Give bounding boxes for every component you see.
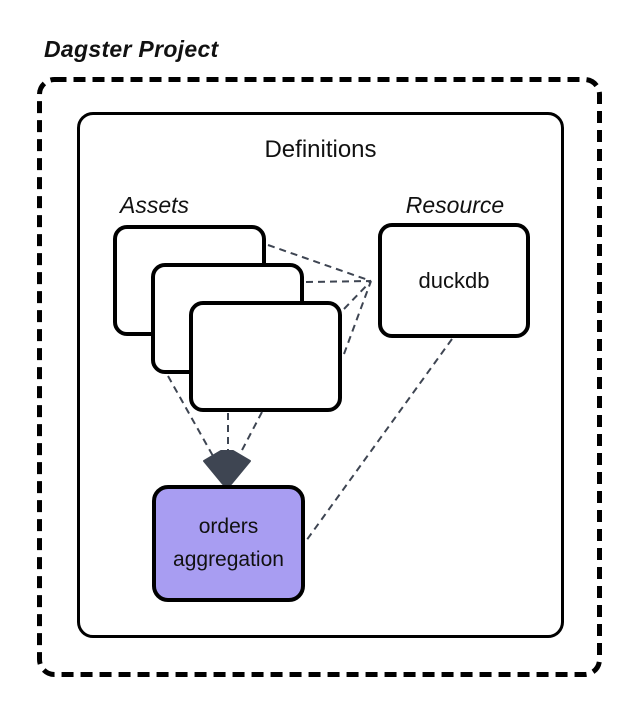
resource-group-label: Resource	[405, 192, 505, 218]
asset-card-front	[189, 301, 342, 412]
asset-node-orders-aggregation: orders aggregation	[152, 485, 305, 602]
definitions-label: Definitions	[264, 136, 377, 163]
orders-aggregation-label: orders aggregation	[173, 514, 284, 571]
assets-group-label: Assets	[120, 192, 190, 218]
duckdb-node-label: duckdb	[418, 267, 490, 293]
project-title: Dagster Project	[44, 36, 219, 62]
resource-node-duckdb: duckdb	[378, 223, 530, 338]
